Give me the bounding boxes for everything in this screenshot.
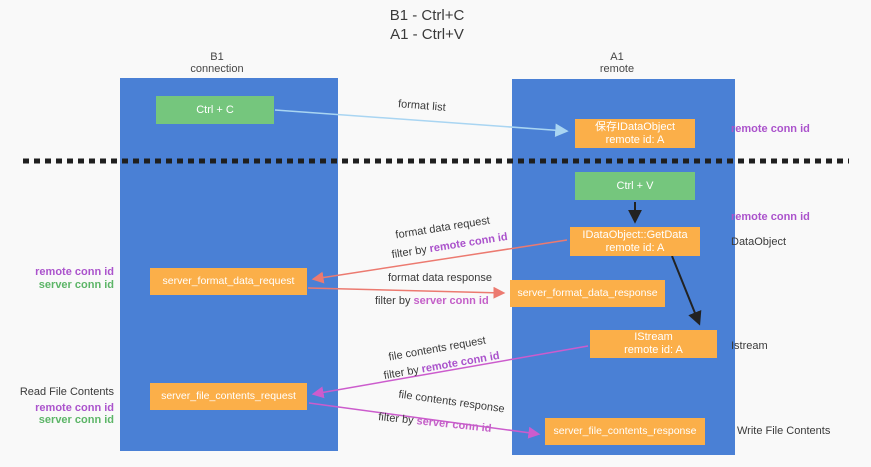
- filter-by-text: filter by: [377, 411, 415, 427]
- remote-conn-id-text: remote conn id: [428, 230, 509, 256]
- ctrl-c-label: Ctrl + C: [196, 103, 234, 116]
- annotation-remote-conn-id-left-2: remote conn id: [35, 402, 114, 414]
- node-server-file-contents-request: server_file_contents_request: [150, 383, 307, 410]
- diagram-title: B1 - Ctrl+C A1 - Ctrl+V: [327, 6, 527, 44]
- node-ctrl-v: Ctrl + V: [575, 172, 695, 200]
- server-conn-id-text: server conn id: [413, 295, 489, 307]
- annotation-remote-conn-id-left-1: remote conn id: [35, 266, 114, 278]
- node-save-dataobject: 保存IDataObject remote id: A: [575, 119, 695, 148]
- file-response-label: server_file_contents_response: [553, 425, 697, 437]
- istream-line1: IStream: [634, 331, 673, 343]
- node-server-format-data-response: server_format_data_response: [510, 280, 665, 307]
- file-request-label: server_file_contents_request: [161, 390, 296, 402]
- annotation-dataobject: DataObject: [731, 236, 787, 248]
- edge-label-format-list: format list: [397, 98, 447, 114]
- lane-b1-title: B1: [210, 51, 224, 63]
- format-response-label: server_format_data_response: [517, 287, 658, 299]
- annotation-write-file-contents: Write File Contents: [737, 425, 831, 437]
- save-dataobject-line1: 保存IDataObject: [594, 120, 676, 133]
- title-line-1: B1 - Ctrl+C: [389, 7, 465, 24]
- filter-by-text: filter by: [382, 364, 420, 383]
- lane-a1-subtitle: remote: [599, 63, 635, 75]
- save-dataobject-line2: remote id: A: [605, 133, 665, 146]
- lane-header-a1: A1 remote: [567, 51, 667, 75]
- istream-line2: remote id: A: [624, 344, 683, 356]
- node-server-format-data-request: server_format_data_request: [150, 268, 307, 295]
- annotation-remote-conn-id-1: remote conn id: [731, 123, 810, 135]
- node-istream: IStream remote id: A: [590, 330, 717, 358]
- filter-by-text: filter by: [375, 295, 411, 307]
- node-idataobject-getdata: IDataObject::GetData remote id: A: [570, 227, 700, 256]
- getdata-line2: remote id: A: [605, 241, 665, 254]
- lane-header-b1: B1 connection: [167, 51, 267, 75]
- annotation-read-file-contents: Read File Contents: [19, 386, 114, 398]
- lane-b1-subtitle: connection: [190, 63, 244, 75]
- node-ctrl-c: Ctrl + C: [156, 96, 274, 124]
- lane-a1-title: A1: [610, 51, 624, 63]
- filter-by-text: filter by: [390, 243, 428, 262]
- ctrl-v-label: Ctrl + V: [616, 179, 654, 192]
- annotation-istream: Istream: [731, 340, 768, 352]
- annotation-remote-conn-id-2: remote conn id: [731, 211, 810, 223]
- format-request-label: server_format_data_request: [162, 275, 295, 287]
- title-line-2: A1 - Ctrl+V: [390, 26, 464, 43]
- server-conn-id-text: server conn id: [415, 415, 492, 435]
- getdata-line1: IDataObject::GetData: [582, 228, 688, 241]
- annotation-server-conn-id-left-2: server conn id: [38, 414, 114, 426]
- edge-label-file-contents-response: file contents response: [397, 388, 506, 416]
- node-server-file-contents-response: server_file_contents_response: [545, 418, 705, 445]
- annotation-server-conn-id-left-1: server conn id: [38, 279, 114, 291]
- edge-label-format-data-response: format data response: [388, 272, 492, 284]
